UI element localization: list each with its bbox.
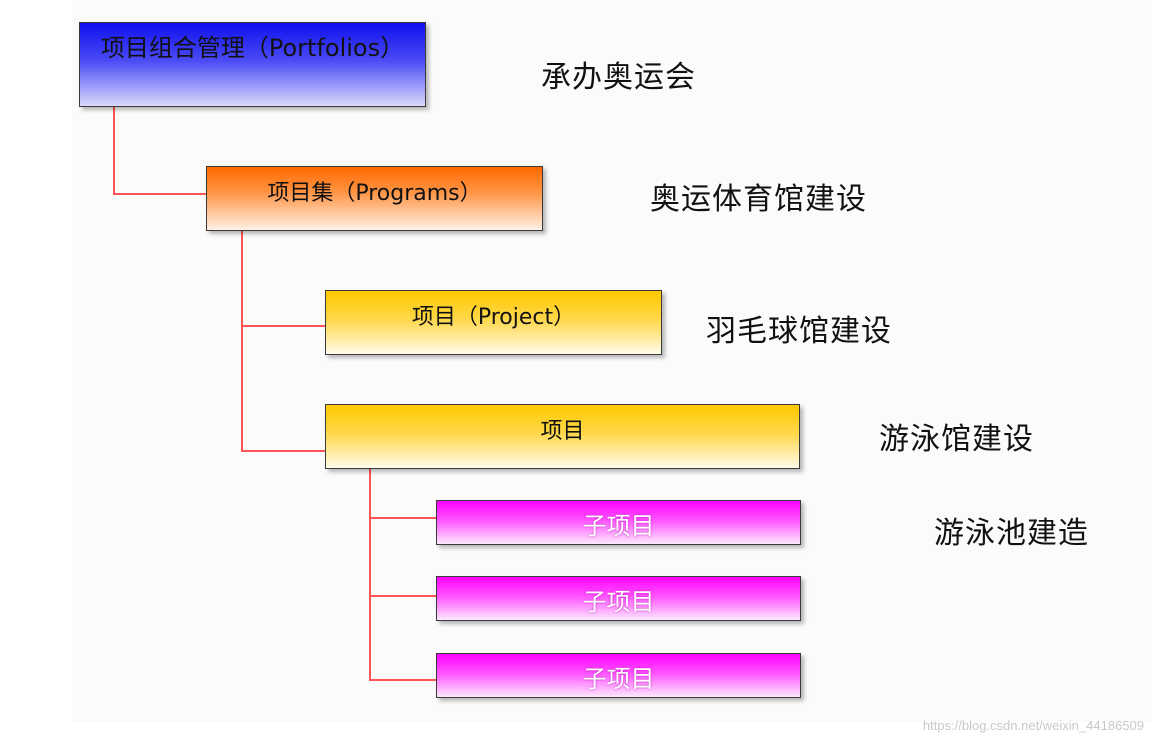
subproject-node-2: 子项目 — [436, 576, 801, 621]
programs-label: 项目集（Programs） — [267, 181, 482, 206]
project-node-2: 项目 — [325, 404, 800, 469]
example-project-2: 游泳馆建设 — [879, 422, 1034, 457]
subproject-label: 子项目 — [582, 588, 655, 616]
portfolio-label: 项目组合管理（Portfolios） — [100, 34, 405, 62]
project-node: 项目（Project） — [325, 290, 662, 355]
portfolio-node: 项目组合管理（Portfolios） — [79, 22, 426, 107]
subproject-label: 子项目 — [582, 512, 655, 540]
subproject-node-1: 子项目 — [436, 500, 801, 545]
example-programs: 奥运体育馆建设 — [650, 182, 867, 217]
project-label: 项目（Project） — [411, 305, 576, 330]
example-subproject: 游泳池建造 — [934, 516, 1089, 551]
watermark-url: https://blog.csdn.net/weixin_44186509 — [922, 718, 1144, 733]
programs-node: 项目集（Programs） — [206, 166, 543, 231]
example-portfolio: 承办奥运会 — [541, 60, 696, 95]
subproject-label: 子项目 — [582, 665, 655, 693]
example-project-1: 羽毛球馆建设 — [706, 314, 892, 349]
project-2-label: 项目 — [540, 419, 585, 444]
subproject-node-3: 子项目 — [436, 653, 801, 698]
